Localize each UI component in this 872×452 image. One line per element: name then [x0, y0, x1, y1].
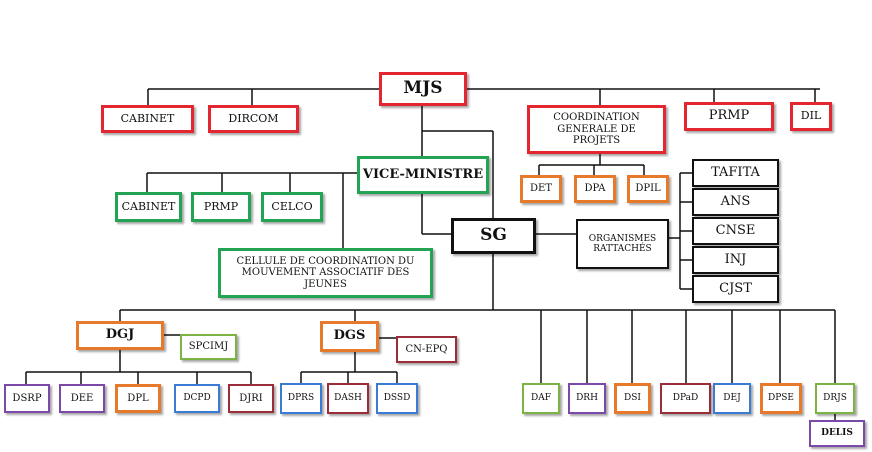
node-djri: DJRI [228, 384, 274, 413]
node-drjs: DRJS [815, 383, 855, 414]
node-sg: SG [451, 218, 536, 254]
node-dil: DIL [790, 102, 832, 131]
node-dgj: DGJ [76, 321, 164, 350]
node-dprs: DPRS [280, 383, 322, 414]
node-drh: DRH [568, 383, 606, 414]
node-spcimj: SPCIMJ [180, 334, 237, 360]
node-cabinet-top: CABINET [101, 105, 194, 133]
node-dash: DASH [327, 383, 369, 414]
node-inj: INJ [692, 246, 779, 274]
node-dpa: DPA [574, 175, 616, 203]
node-dej: DEJ [713, 383, 751, 414]
node-delis: DELIS [809, 420, 865, 447]
node-dircom: DIRCOM [208, 105, 299, 133]
node-dsrp: DSRP [4, 384, 50, 413]
node-daf: DAF [522, 383, 560, 414]
node-cjst: CJST [692, 275, 779, 303]
node-vice-ministre: VICE-MINISTRE [357, 156, 489, 194]
node-celco: CELCO [261, 192, 323, 222]
node-dpad: DPaD [660, 383, 711, 414]
node-mjs: MJS [379, 72, 467, 106]
node-cabinet-vm: CABINET [115, 192, 182, 222]
node-ans: ANS [692, 188, 779, 216]
node-organismes-rattaches: ORGANISMES RATTACHÉS [576, 219, 669, 269]
node-cnse: CNSE [692, 217, 779, 245]
node-prmp-vm: PRMP [191, 192, 251, 222]
node-dsi: DSI [614, 383, 651, 414]
node-dpil: DPIL [627, 175, 669, 203]
node-dpse: DPSE [760, 383, 802, 414]
node-coordination-projets: COORDINATION GENERALE DE PROJETS [527, 105, 666, 154]
node-dpl: DPL [115, 384, 161, 413]
node-cn-epq: CN-EPQ [396, 336, 457, 363]
node-prmp-top: PRMP [684, 102, 774, 131]
node-dee: DEE [59, 384, 105, 413]
node-det: DET [520, 175, 562, 203]
node-cellule-coordination: CELLULE DE COORDINATION DU MOUVEMENT ASS… [218, 248, 433, 298]
node-tafita: TAFITA [692, 159, 779, 187]
node-dgs: DGS [320, 321, 379, 352]
node-dssd: DSSD [376, 383, 418, 414]
node-dcpd: DCPD [174, 384, 220, 413]
